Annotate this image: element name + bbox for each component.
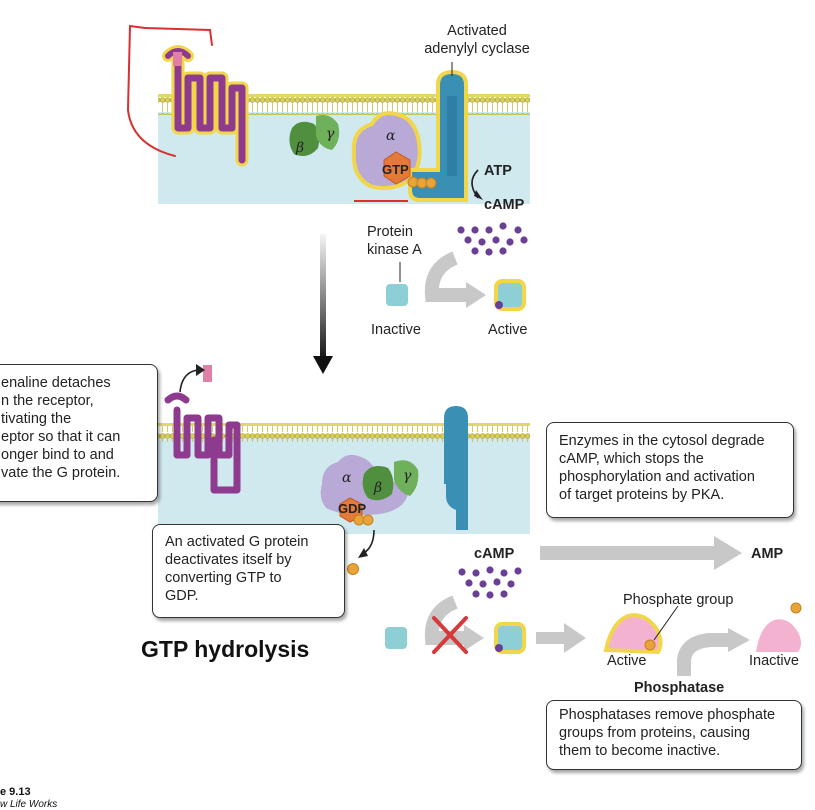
top-adenylyl-cyclase bbox=[408, 69, 468, 202]
top-g-beta-gamma bbox=[289, 115, 340, 156]
atp-label: ATP bbox=[484, 163, 512, 179]
released-phosphate bbox=[347, 563, 359, 575]
bottom-adenylyl-cyclase bbox=[444, 406, 468, 530]
beta-label-bottom: β bbox=[374, 480, 383, 496]
bottom-kinase-camp bbox=[495, 644, 503, 652]
camp-label-top: cAMP bbox=[484, 197, 525, 213]
inactive-target-protein bbox=[756, 619, 801, 652]
gamma-label-top: γ bbox=[326, 126, 335, 142]
top-receptor bbox=[162, 45, 249, 167]
top-camp-cluster bbox=[457, 222, 528, 256]
phosphatases-callout: Phosphatases remove phosphate groups fro… bbox=[546, 700, 802, 770]
g-protein-callout: An activated G protein deactivates itsel… bbox=[152, 524, 345, 618]
inactive-label-top: Inactive bbox=[371, 322, 421, 338]
top-active-kinase-camp bbox=[495, 301, 503, 309]
active-label-bottom: Active bbox=[607, 653, 647, 669]
beta-label-top: β bbox=[296, 140, 305, 156]
figure-source: w Life Works bbox=[0, 799, 58, 810]
adrenaline-detach-arrow bbox=[179, 369, 199, 393]
detached-adrenaline bbox=[203, 365, 212, 382]
bottom-camp-cluster bbox=[458, 566, 522, 599]
bottom-kinase-with-camp bbox=[494, 622, 526, 654]
protein-kinase-a-label: Protein kinase A bbox=[367, 224, 422, 258]
figure-number: e 9.13 bbox=[0, 786, 31, 798]
enzymes-callout: Enzymes in the cytosol degrade cAMP, whi… bbox=[546, 422, 794, 518]
gdp-label: GDP bbox=[338, 501, 367, 516]
gtp-hydrolysis-title: GTP hydrolysis bbox=[141, 636, 310, 662]
top-gtp bbox=[383, 151, 437, 189]
activated-adenylyl-cyclase-label: Activated adenylyl cyclase bbox=[424, 23, 530, 57]
alpha-label-bottom: α bbox=[342, 470, 352, 486]
red-annotation-bracket bbox=[126, 24, 213, 157]
free-phosphate bbox=[790, 602, 802, 614]
phosphatase-label: Phosphatase bbox=[634, 680, 725, 696]
top-active-kinase bbox=[494, 279, 526, 311]
attached-phosphate bbox=[644, 639, 656, 651]
phosphate-release-arrowhead bbox=[358, 548, 368, 558]
red-x-icon bbox=[432, 616, 468, 654]
bottom-receptor bbox=[164, 392, 241, 494]
camp-label-bottom: cAMP bbox=[474, 546, 515, 562]
adrenaline-callout: enaline detaches n the receptor, tivatin… bbox=[0, 364, 158, 502]
phosphatase-arrow bbox=[677, 628, 750, 676]
center-down-arrow bbox=[313, 234, 333, 374]
gamma-label-bottom: γ bbox=[403, 468, 412, 484]
phosphate-group-leader bbox=[653, 605, 679, 641]
phosphate-group-label: Phosphate group bbox=[623, 592, 734, 608]
atp-to-camp-arrowhead bbox=[474, 190, 483, 200]
bottom-inactive-kinase bbox=[385, 627, 407, 649]
to-phosphorylated-arrow bbox=[536, 623, 586, 653]
active-label-top: Active bbox=[488, 322, 528, 338]
camp-to-amp-arrow bbox=[540, 536, 742, 570]
gtp-label: GTP bbox=[382, 162, 409, 177]
bottom-g-beta-gamma bbox=[362, 460, 419, 501]
amp-label: AMP bbox=[751, 546, 784, 562]
top-pka-activation-arrow bbox=[424, 251, 486, 308]
inactive-label-bottom: Inactive bbox=[749, 653, 799, 669]
top-inactive-kinase bbox=[386, 284, 408, 306]
alpha-label-top: α bbox=[386, 128, 396, 144]
adrenaline-detach-arrowhead bbox=[196, 364, 205, 376]
bottom-gdp bbox=[339, 497, 374, 526]
